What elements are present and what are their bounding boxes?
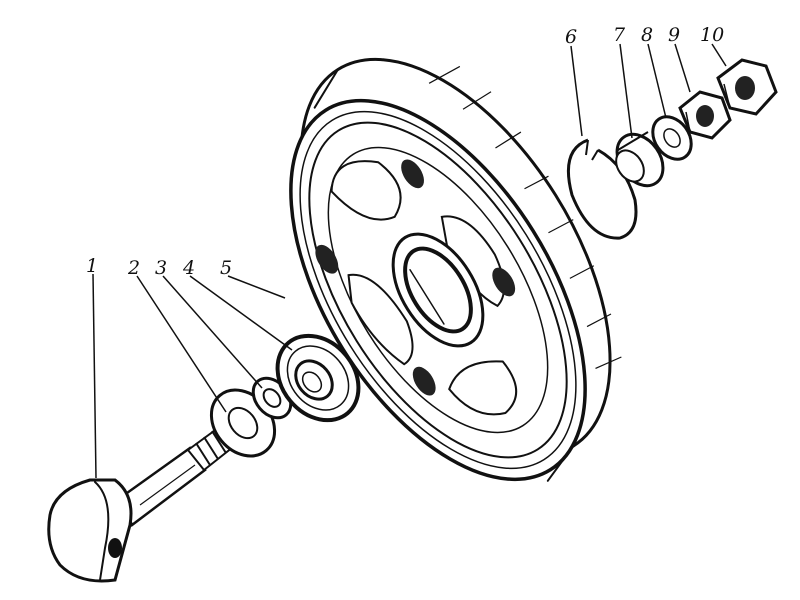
callout-6: 6 [565, 26, 577, 48]
callout-2: 2 [127, 257, 140, 279]
pulley-wheel [289, 57, 622, 482]
washer-small [651, 115, 693, 161]
callout-5: 5 [220, 257, 232, 279]
callout-4: 4 [182, 257, 195, 279]
leader-lines [92, 43, 727, 479]
bearing [275, 333, 361, 423]
rim-hatching [428, 65, 622, 370]
bushing [615, 131, 665, 188]
callout-9: 9 [668, 24, 680, 46]
callout-7: 7 [613, 24, 626, 46]
callout-1: 1 [86, 255, 98, 277]
lock-nut [716, 58, 778, 116]
callout-8: 8 [641, 24, 653, 46]
nut [678, 90, 732, 140]
callout-10: 10 [700, 24, 724, 46]
callout-3: 3 [155, 257, 167, 279]
